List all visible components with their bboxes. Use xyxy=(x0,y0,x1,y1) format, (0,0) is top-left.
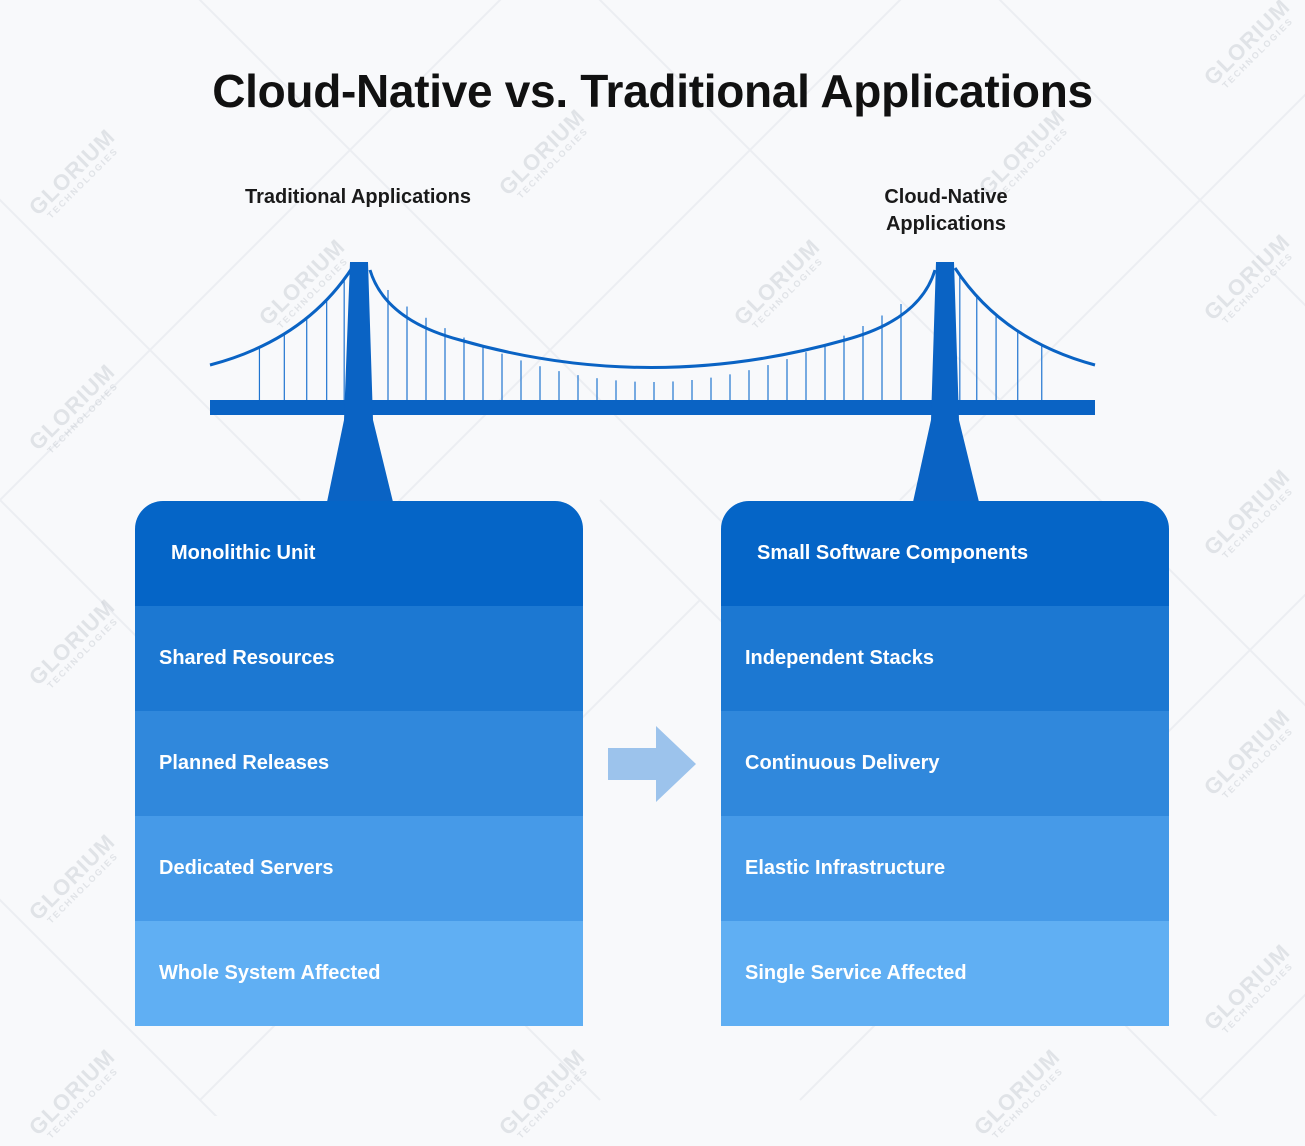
traditional-item: Shared Resources xyxy=(135,606,583,711)
bridge-cable-main xyxy=(368,269,937,369)
label-traditional: Traditional Applications xyxy=(245,186,471,208)
label-cloud-native-line1: Cloud-Native xyxy=(884,186,1008,208)
traditional-stack: Monolithic Unit Shared Resources Planned… xyxy=(135,501,583,1026)
bridge-tower-left xyxy=(327,262,393,502)
traditional-item: Monolithic Unit xyxy=(135,501,583,606)
suspension-bridge-icon xyxy=(209,262,1096,502)
bridge-tower-right xyxy=(913,262,979,502)
cloud-native-item: Continuous Delivery xyxy=(721,711,1169,816)
cloud-native-stack: Small Software Components Independent St… xyxy=(721,501,1169,1026)
cloud-native-item: Elastic Infrastructure xyxy=(721,816,1169,921)
page-title: Cloud-Native vs. Traditional Application… xyxy=(212,65,1093,117)
right-arrow-icon xyxy=(608,726,696,802)
label-cloud-native-line2: Applications xyxy=(885,213,1006,235)
traditional-item: Planned Releases xyxy=(135,711,583,816)
cloud-native-item: Single Service Affected xyxy=(721,921,1169,1026)
bridge-cable-left xyxy=(209,267,354,367)
cloud-native-item: Small Software Components xyxy=(721,501,1169,606)
bridge-deck xyxy=(210,400,1095,415)
label-cloud-native: Cloud-Native Applications xyxy=(846,184,1046,238)
bridge-cable-right xyxy=(953,267,1096,367)
traditional-item: Whole System Affected xyxy=(135,921,583,1026)
cloud-native-item: Independent Stacks xyxy=(721,606,1169,711)
bridge-hangers xyxy=(258,275,1043,400)
traditional-item: Dedicated Servers xyxy=(135,816,583,921)
